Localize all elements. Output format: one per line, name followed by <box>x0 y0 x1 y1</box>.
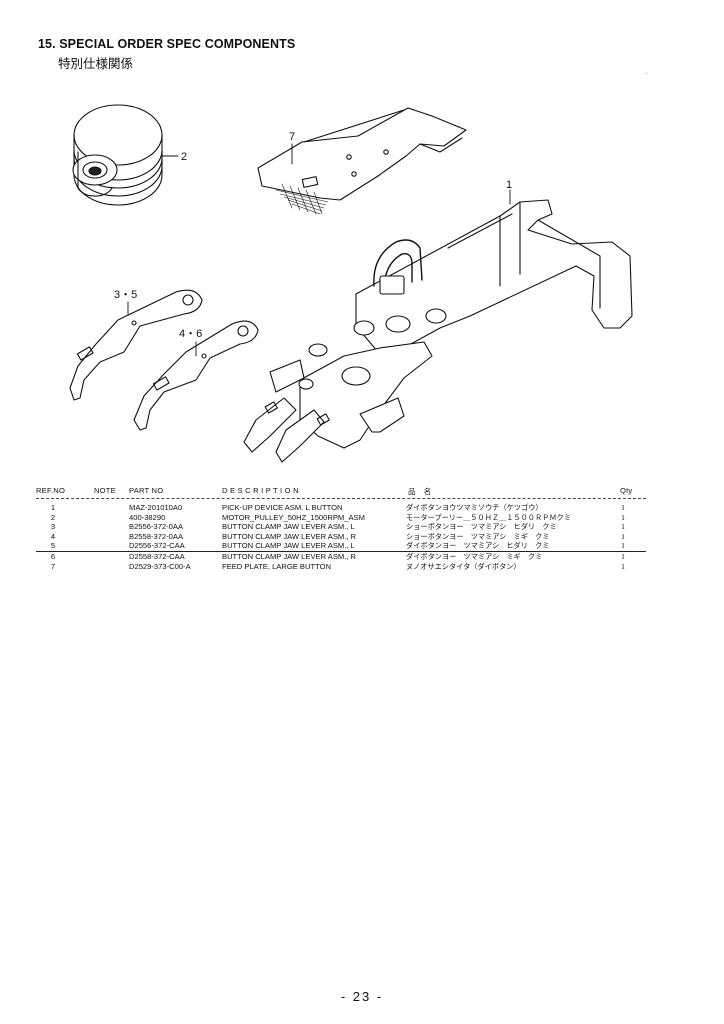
cell-japanese-name: ショーボタンヨー ツマミアシ ヒダリ クミ <box>406 522 557 532</box>
pickup-device-drawing <box>243 189 633 463</box>
cell-japanese-name: ショーボタンヨー ツマミアシ ミギ クミ <box>406 531 550 541</box>
cell-part-no: B2556-372-0AA <box>129 522 184 532</box>
cell-ref: 5 <box>50 541 56 551</box>
table-row: 1 MAZ-201010A0 PICK-UP DEVICE ASM. L BUT… <box>36 503 646 513</box>
cell-part-no: D2529-373-C00-A <box>129 561 191 571</box>
cell-description: BUTTON CLAMP JAW LEVER ASM., L <box>222 522 355 532</box>
parts-diagram: 2 7 <box>69 104 633 463</box>
cell-japanese-name: ヌノオサエシタイタ（ダイボタン） <box>406 561 521 571</box>
table-header: REF.NO NOTE PART NO D E S C R I P T I O … <box>36 486 646 499</box>
cell-part-no: D2556-372-CAA <box>129 541 185 551</box>
callout-1: 1 <box>506 179 512 191</box>
cell-japanese-name: ダイボタンヨー ツマミアシ ミギ クミ <box>406 551 543 561</box>
scan-speck <box>646 73 647 74</box>
section-title: 15. SPECIAL ORDER SPEC COMPONENTS <box>38 37 296 51</box>
cell-qty: 1 <box>621 503 625 512</box>
cell-description: PICK-UP DEVICE ASM. L BUTTON <box>222 503 343 512</box>
cell-description: MOTOR_PULLEY_50HZ_1500RPM_ASM <box>222 512 365 522</box>
cell-description: BUTTON CLAMP JAW LEVER ASM., L <box>222 541 355 551</box>
clamp-lever-right-drawing <box>133 320 259 431</box>
header-part-no: PART NO <box>129 486 164 495</box>
section-subtitle: 特別仕様関係 <box>58 56 134 71</box>
cell-qty: 1 <box>621 551 625 561</box>
cell-qty: 1 <box>621 522 625 532</box>
cell-part-no: MAZ-201010A0 <box>129 503 183 512</box>
callout-3-5: 3・5 <box>114 289 137 301</box>
cell-part-no: 400-38290 <box>129 512 166 522</box>
cell-japanese-name: ダイボタンヨウツマミソウチ（ケツゴウ） <box>406 503 543 512</box>
cell-japanese-name: ダイボタンヨー ツマミアシ ヒダリ クミ <box>406 541 550 551</box>
cell-ref: 7 <box>50 561 56 571</box>
table-row: 4 B2558-372-0AA BUTTON CLAMP JAW LEVER A… <box>36 532 646 542</box>
motor-pulley-drawing <box>72 104 179 206</box>
table-row: 2 400-38290 MOTOR_PULLEY_50HZ_1500RPM_AS… <box>36 513 646 523</box>
header-qty: Qty <box>620 486 633 495</box>
header-divider <box>36 498 646 499</box>
header-japanese-name: 品 名 <box>408 487 432 496</box>
callout-4-6: 4・6 <box>179 328 202 340</box>
feed-plate-drawing <box>257 107 467 215</box>
table-row: 7 D2529-373-C00-A FEED PLATE, LARGE BUTT… <box>36 562 646 572</box>
header-ref-no: REF.NO <box>36 486 66 495</box>
clamp-lever-left-drawing <box>69 289 203 401</box>
cell-ref: 1 <box>50 503 56 512</box>
cell-part-no: B2558-372-0AA <box>129 531 184 541</box>
cell-description: FEED PLATE, LARGE BUTTON <box>222 561 332 571</box>
cell-ref: 2 <box>50 512 56 522</box>
table-body: 1 MAZ-201010A0 PICK-UP DEVICE ASM. L BUT… <box>36 503 646 571</box>
cell-qty: 1 <box>621 531 625 541</box>
cell-description: BUTTON CLAMP JAW LEVER ASM., R <box>222 531 357 541</box>
cell-ref: 3 <box>50 522 56 532</box>
header-note: NOTE <box>94 486 116 495</box>
callout-2: 2 <box>181 151 187 163</box>
cell-qty: 1 <box>621 541 625 551</box>
table-row: 6 D2558-372-CAA BUTTON CLAMP JAW LEVER A… <box>36 550 646 562</box>
cell-description: BUTTON CLAMP JAW LEVER ASM., R <box>222 551 357 561</box>
cell-ref: 6 <box>50 551 56 561</box>
table-row: 5 D2556-372-CAA BUTTON CLAMP JAW LEVER A… <box>36 541 646 551</box>
cell-ref: 4 <box>50 531 56 541</box>
callout-7: 7 <box>289 131 295 143</box>
cell-qty: 1 <box>621 512 625 522</box>
cell-qty: 1 <box>621 561 625 571</box>
header-description: D E S C R I P T I O N <box>222 486 299 495</box>
parts-table: REF.NO NOTE PART NO D E S C R I P T I O … <box>36 486 646 571</box>
cell-japanese-name: モータープーリー＿５０ＨＺ＿１５００ＲＰＭクミ <box>406 512 571 522</box>
page-number: - 23 - <box>340 989 384 1004</box>
table-row: 3 B2556-372-0AA BUTTON CLAMP JAW LEVER A… <box>36 522 646 532</box>
cell-part-no: D2558-372-CAA <box>129 551 185 561</box>
